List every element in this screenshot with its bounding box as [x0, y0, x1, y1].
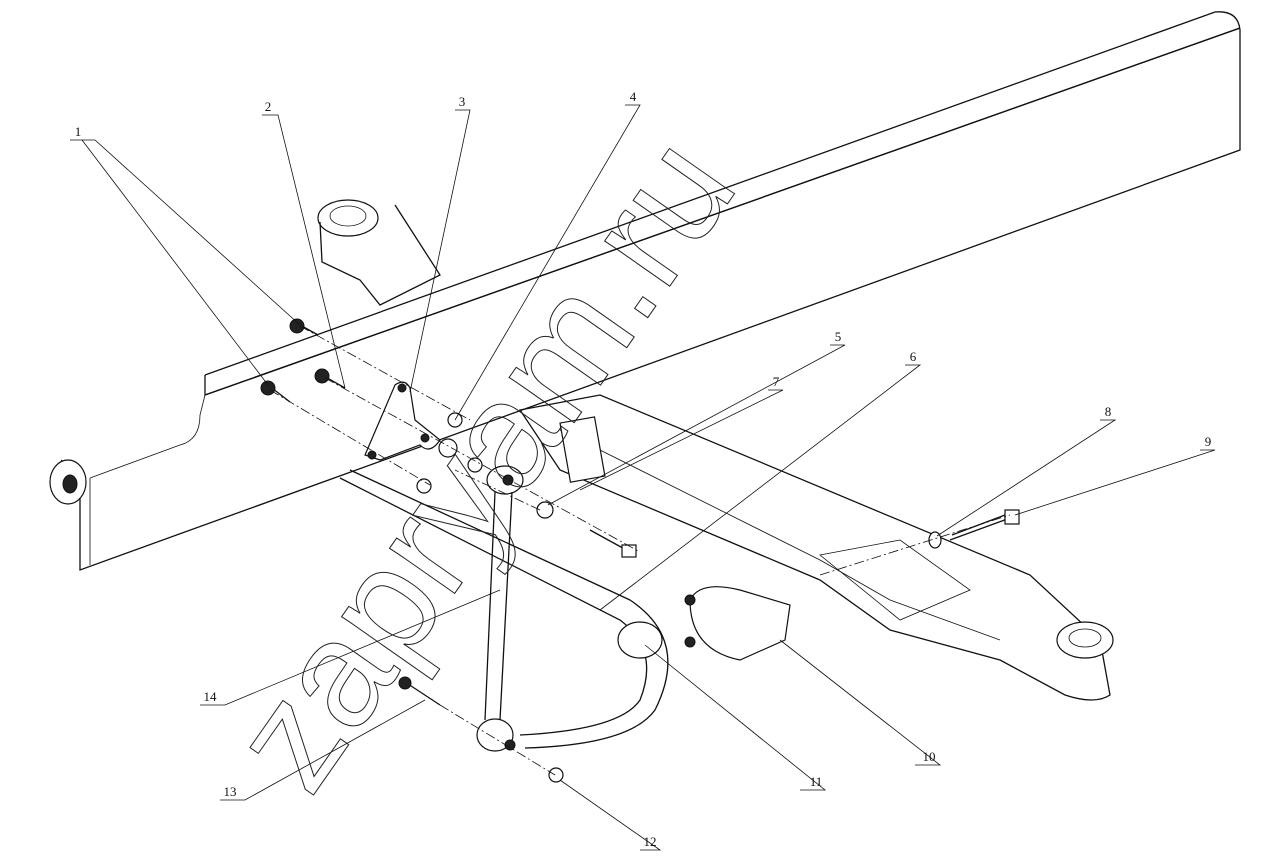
callout-10: 10	[922, 749, 936, 764]
callout-7: 7	[772, 374, 780, 389]
callout-14: 14	[203, 689, 217, 704]
callout-1: 1	[74, 124, 82, 139]
link-bracket	[364, 381, 441, 461]
stabilizer-link	[476, 465, 524, 752]
leader-lines	[70, 104, 1216, 851]
callout-11: 11	[809, 774, 823, 789]
center-lines	[269, 325, 1011, 776]
callout-12: 12	[643, 834, 657, 849]
callout-3: 3	[458, 94, 466, 109]
axle-beam	[518, 394, 1114, 701]
stabilizer-bar	[339, 469, 669, 749]
frame-rail	[49, 11, 1241, 571]
spring-bracket-left	[317, 199, 441, 306]
callout-13: 13	[223, 784, 237, 799]
callout-2: 2	[264, 99, 272, 114]
callout-9: 9	[1204, 434, 1212, 449]
callout-6: 6	[909, 349, 917, 364]
callout-8: 8	[1104, 404, 1112, 419]
callout-5: 5	[834, 329, 842, 344]
watermark: zapryam.ru	[199, 107, 767, 818]
callout-4: 4	[629, 89, 637, 104]
